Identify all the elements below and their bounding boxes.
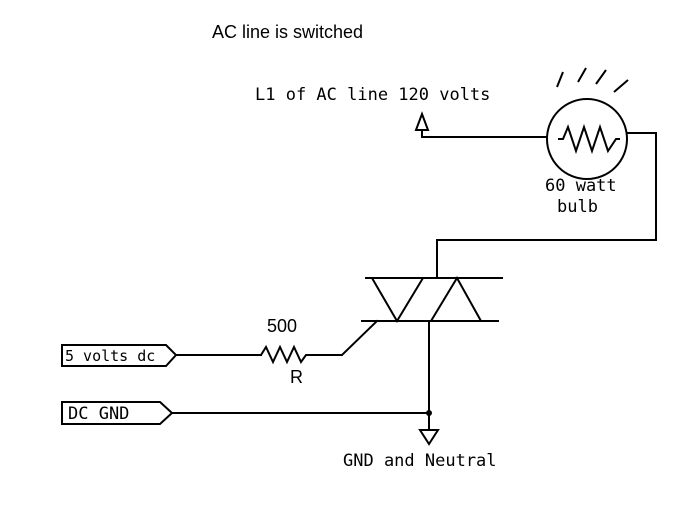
bulb-label-line1: 60 watt (545, 176, 617, 196)
wire-gate (340, 319, 379, 357)
ac-line-terminal-arrow (414, 111, 430, 131)
wire-ac-to-bulb (421, 129, 548, 138)
input-gnd-label: DC GND (68, 404, 129, 424)
ground-label: GND and Neutral (343, 451, 497, 471)
triac-icon (361, 276, 503, 323)
light-rays (556, 67, 629, 93)
bulb-icon (546, 98, 628, 180)
resistor-name-label: R (290, 367, 303, 387)
wire-bulb-to-triac (436, 132, 657, 279)
resistor-value-label: 500 (267, 316, 297, 336)
input-5v-connector (61, 344, 178, 367)
diagram-title: AC line is switched (212, 22, 363, 42)
bulb-label-line2: bulb (557, 197, 598, 217)
input-5v-label: 5 volts dc (65, 347, 155, 365)
resistor-icon (260, 344, 342, 365)
ground-icon (418, 429, 440, 446)
ac-line-label: L1 of AC line 120 volts (255, 85, 490, 105)
input-gnd-connector (61, 401, 174, 425)
